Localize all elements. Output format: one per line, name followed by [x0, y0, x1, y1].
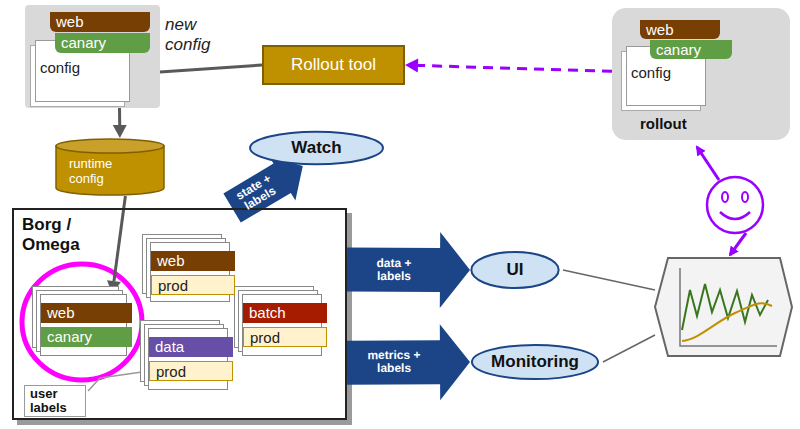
chart-feed-line [603, 335, 655, 362]
edge-label: metrics + labels [358, 349, 428, 375]
ellipse-text: UI [507, 260, 524, 280]
tag-text: canary [55, 33, 150, 53]
storage-cylinder: runtime config [55, 138, 165, 196]
label-band: batch [243, 303, 327, 323]
edge-label: data + labels [358, 257, 428, 283]
smiley-face [707, 177, 763, 233]
box-text: Rollout tool [291, 55, 376, 75]
service-ellipse: Monitoring [470, 343, 600, 381]
ellipse-text: Watch [291, 138, 341, 158]
label-tag: web [50, 12, 150, 32]
label-band: prod [149, 361, 233, 381]
feedback-arrow [697, 147, 719, 180]
cylinder-text: runtime config [55, 138, 139, 186]
service-ellipse: UI [470, 250, 560, 290]
job-stack: webprod [150, 242, 230, 302]
label-band: web [41, 303, 132, 323]
connector [107, 196, 125, 294]
label-tag: canary [55, 33, 150, 53]
flow-arrow [347, 232, 470, 308]
label-band: prod [151, 275, 235, 295]
process-box: Rollout tool [262, 45, 405, 85]
label-band: web [151, 251, 235, 271]
label-tag: canary [650, 40, 732, 59]
tag-text: web [50, 12, 150, 32]
panel-title: rollout [640, 115, 687, 133]
connector [113, 108, 127, 138]
flow-arrow [223, 156, 302, 223]
job-stack: webcanary [40, 294, 127, 356]
cluster-title: Borg / Omega [22, 215, 102, 255]
label-band: prod [243, 327, 327, 347]
flow-arrow [347, 324, 470, 400]
tag-text: canary [650, 40, 732, 59]
ellipse-text: Monitoring [491, 352, 579, 372]
highlight-circle [22, 264, 142, 380]
chart-feed-line [563, 270, 655, 290]
chart-panel [655, 258, 792, 356]
note-text: user labels [25, 386, 85, 416]
service-ellipse: Watch [248, 130, 385, 166]
box-fill [12, 208, 347, 420]
config-panel: new configwebcanaryconfig [25, 5, 160, 108]
leader-line [88, 372, 142, 391]
job-stack: dataprod [148, 328, 228, 390]
config-panel: rolloutwebcanaryconfig [612, 8, 790, 140]
panel-caption: new config [165, 15, 223, 55]
note-box: user labels [24, 385, 86, 417]
cluster-box: Borg / Omegawebcanarywebprodbatchproddat… [12, 208, 347, 420]
connector [160, 65, 262, 72]
label-tag: web [640, 20, 720, 39]
edge-label: state + labels [228, 169, 286, 218]
tag-text: web [640, 20, 720, 39]
connector [405, 58, 612, 72]
label-band: data [149, 337, 233, 357]
feedback-arrow [730, 233, 746, 255]
job-stack: batchprod [242, 294, 322, 356]
label-band: canary [41, 327, 132, 347]
